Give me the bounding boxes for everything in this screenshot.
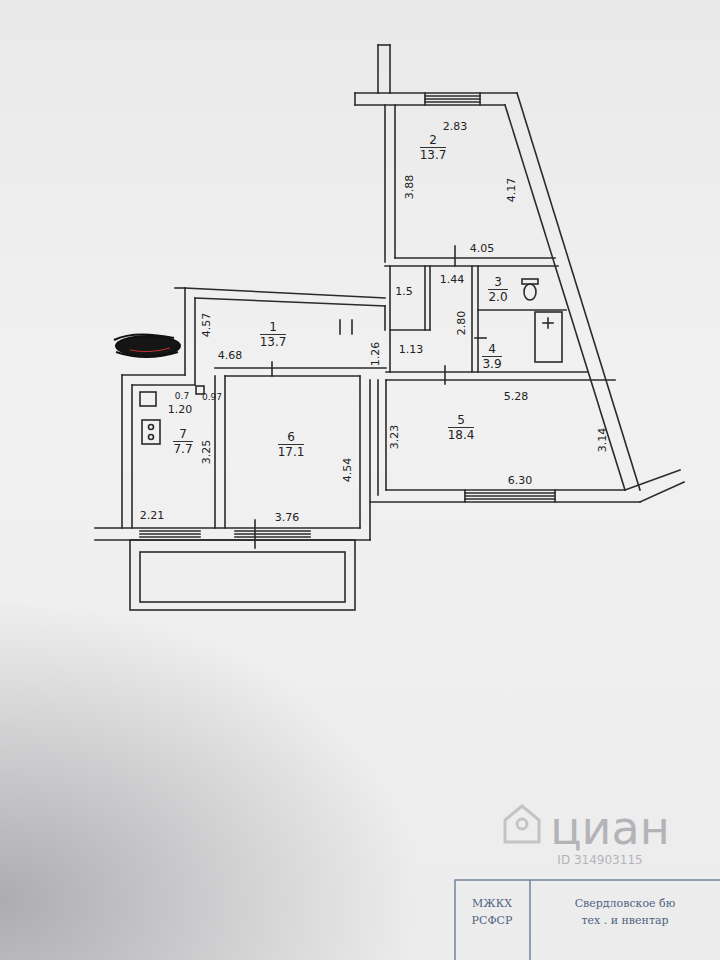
room-number: 1 [260,320,287,335]
room-area: 2.0 [488,290,507,305]
dimension: 1.26 [370,342,382,367]
room-area: 17.1 [278,445,305,460]
dimension: 0.7 [175,390,189,402]
room-area: 18.4 [448,428,475,443]
room: 77.7 [170,426,195,458]
dimension: 1.13 [399,344,424,356]
dimension: 3.14 [597,428,609,453]
stamp-text: МЖКХ [472,897,512,910]
dimension: 6.30 [508,475,533,487]
dimension: 2.83 [443,121,468,133]
room-number: 3 [488,275,507,290]
room: 32.0 [485,274,510,306]
dimension: 4.05 [470,243,495,255]
room: 43.9 [479,341,504,373]
room: 518.4 [445,412,478,444]
dimension: 1.44 [440,274,465,286]
room-area: 7.7 [173,442,192,457]
dimension: 0.97 [202,391,222,403]
stamp-text: тех . и нвентар [581,914,668,927]
room-area: 3.9 [482,357,501,372]
dimension: 4.54 [342,458,354,483]
room-number: 2 [420,133,447,148]
dimension: 4.68 [218,350,243,362]
dimension: 3.88 [404,175,416,200]
dimension: 2.21 [140,510,165,522]
dimension: 3.23 [389,425,401,450]
watermark: циан [550,803,669,853]
dimension: 5.28 [504,391,529,403]
room-number: 6 [278,430,305,445]
dimension: 4.57 [201,313,213,338]
stamp-text: Свердловское бю [575,897,676,910]
dimension: 3.25 [201,440,213,465]
dimension: 4.17 [506,178,518,203]
watermark-id: ID 314903115 [557,853,642,867]
dimension: 3.76 [275,512,300,524]
dimension: 2.80 [456,311,468,336]
room-number: 7 [173,427,192,442]
room-area: 13.7 [420,148,447,163]
room: 617.1 [275,429,308,461]
room: 213.7 [417,132,450,164]
room-number: 4 [482,342,501,357]
dimension: 1.20 [168,404,193,416]
room-number: 5 [448,413,475,428]
dimension: 1.5 [395,286,413,298]
room: 113.7 [257,319,290,351]
room-area: 13.7 [260,335,287,350]
stamp-text: РСФСР [472,914,513,927]
